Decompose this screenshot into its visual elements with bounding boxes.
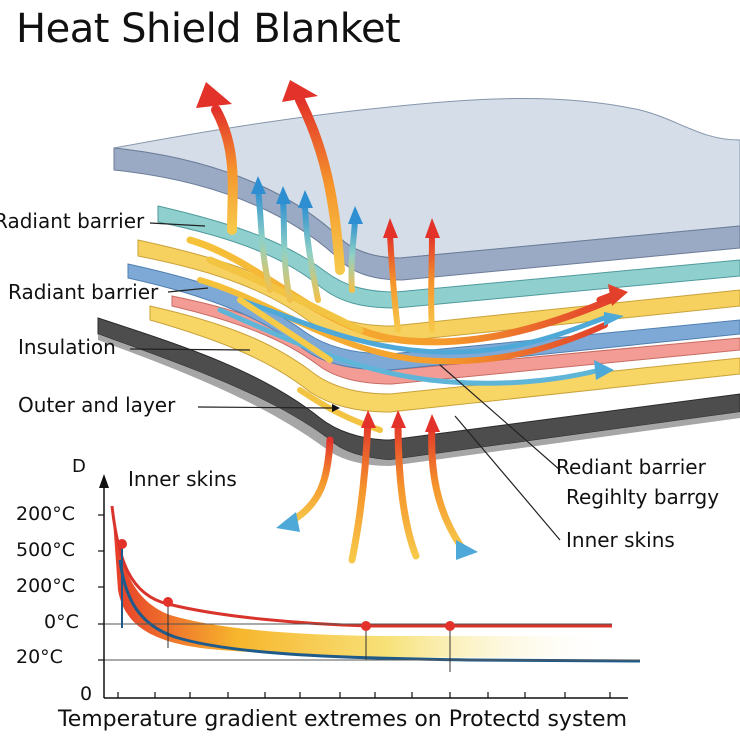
y-tick-label: 0°C: [44, 611, 79, 633]
label-inner-skins-right: Inner skins: [566, 528, 675, 552]
y-tick-label: 0: [80, 683, 93, 705]
temperature-graph: [98, 474, 641, 699]
label-outer-layer: Outer and layer: [18, 393, 176, 417]
incoming-heat-arrows: [276, 410, 478, 564]
layer-stack: [97, 97, 740, 466]
page-title: Heat Shield Blanket: [16, 6, 401, 52]
y-tick-label: 200°C: [16, 503, 76, 525]
y-tick-label: 200°C: [16, 575, 76, 597]
y-tick-label: 20°C: [16, 646, 63, 668]
label-regihlty-barrgy: Regihlty barrgy: [566, 485, 720, 509]
y-axis-letter: D: [72, 456, 86, 477]
y-tick-label: 500°C: [16, 539, 76, 561]
label-rediant-barrier: Rediant barrier: [556, 455, 706, 479]
yellow-lower-layer: [149, 305, 740, 413]
heat-flow: [186, 236, 614, 471]
label-radiant-barrier-1: Radiant barrier: [0, 209, 145, 233]
gradient-area: [112, 506, 615, 658]
label-insulation: Insulation: [18, 335, 116, 359]
leader-lines: [129, 222, 561, 541]
label-radiant-barrier-2: Radiant barrier: [8, 280, 159, 304]
heat-arrow-icon: [196, 80, 628, 380]
x-axis-caption: Temperature gradient extremes on Protect…: [58, 707, 628, 732]
graph-inner-skins-label: Inner skins: [128, 467, 237, 491]
